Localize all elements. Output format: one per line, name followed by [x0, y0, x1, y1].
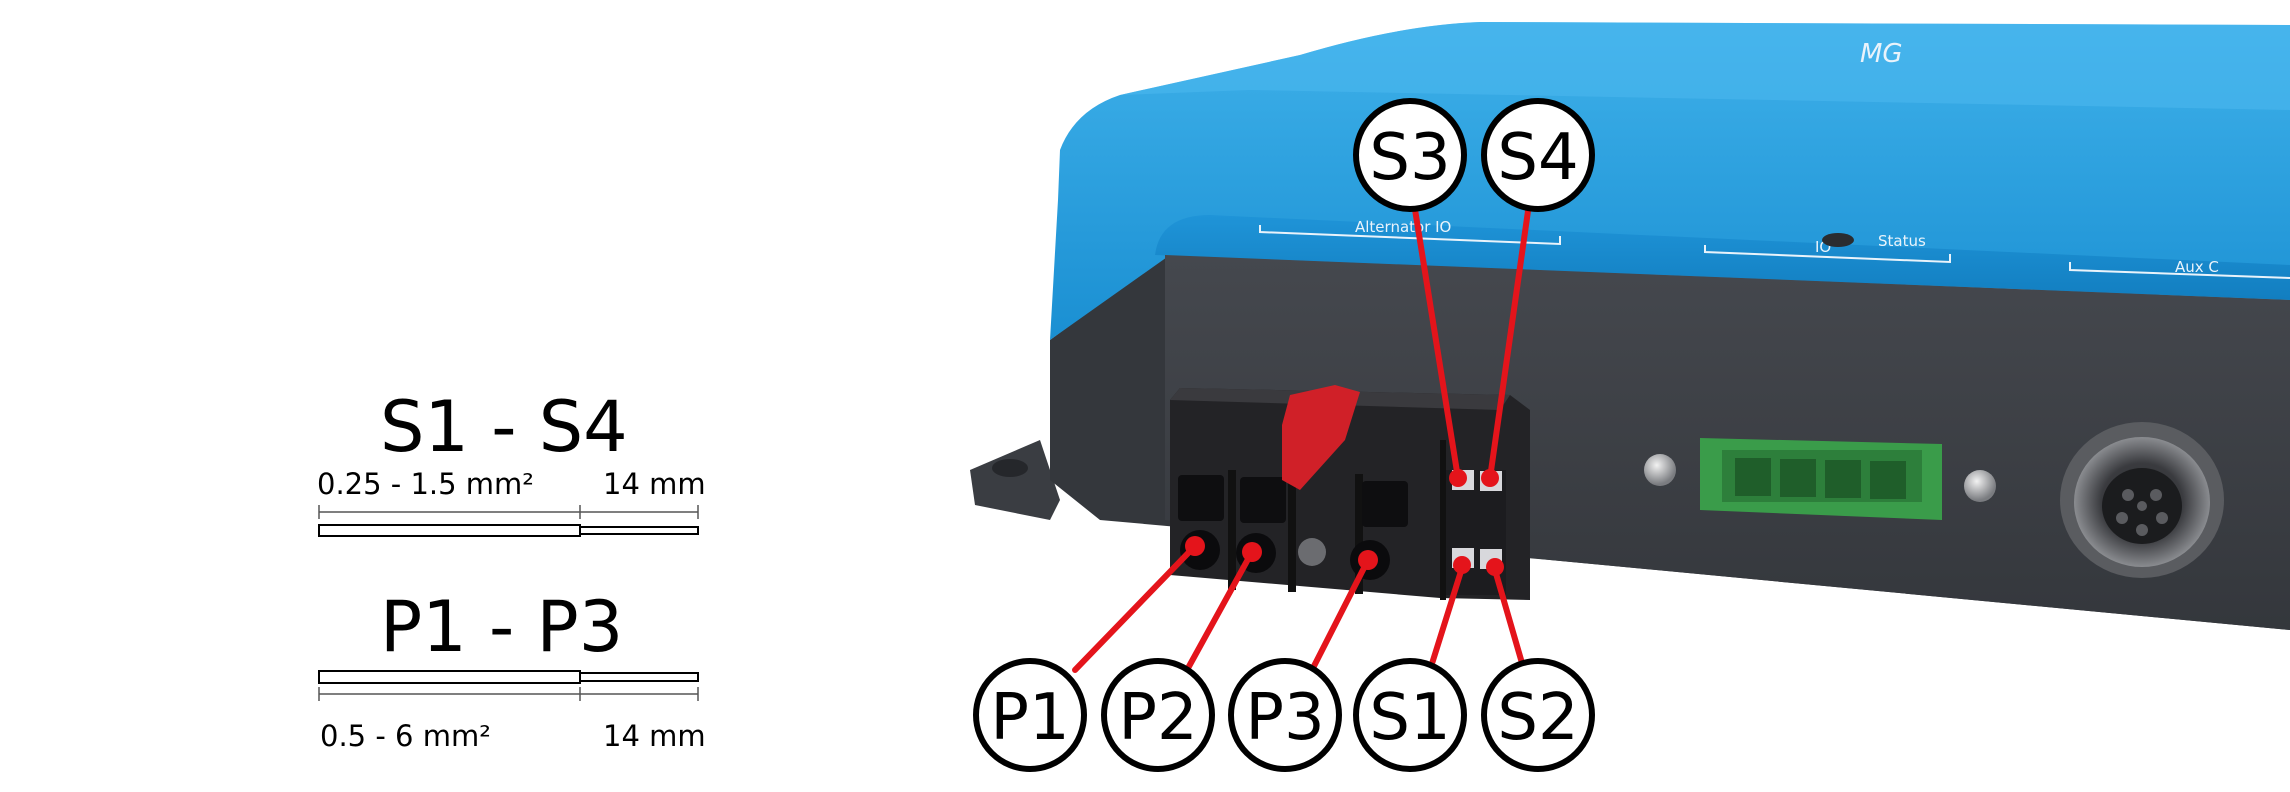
label-p1-text: P1: [990, 681, 1069, 755]
label-s2-text: S2: [1497, 681, 1578, 755]
label-s3: S3: [1353, 98, 1467, 212]
dot-s4: [1481, 469, 1499, 487]
p-group-title: P1 - P3: [380, 586, 624, 668]
device-logo: MG: [1860, 39, 1903, 69]
callout-lines: [1072, 194, 1533, 673]
s-group-title: S1 - S4: [380, 386, 628, 468]
leader-s4: [1487, 194, 1533, 481]
label-p1: P1: [973, 658, 1087, 772]
dot-s3: [1449, 469, 1467, 487]
leader-p3: [1309, 557, 1371, 673]
label-p3-text: P3: [1245, 681, 1324, 755]
io-connector: [1644, 438, 1996, 520]
callout-dots: [1185, 469, 1504, 576]
label-s2: S2: [1481, 658, 1595, 772]
terminal-block: [1170, 385, 1530, 600]
silk-status: Status: [1878, 232, 1926, 250]
terminal-labels: S3 S4 P1 P2 P3 S1: [973, 98, 1595, 772]
leader-p1: [1072, 543, 1198, 673]
label-p3: P3: [1228, 658, 1342, 772]
label-p2-text: P2: [1118, 681, 1197, 755]
label-s1: S1: [1353, 658, 1467, 772]
label-s3-text: S3: [1369, 121, 1450, 195]
label-s4: S4: [1481, 98, 1595, 212]
leader-p2: [1184, 549, 1255, 673]
leader-s1: [1427, 565, 1465, 673]
s-group-strip-length: 14 mm: [603, 467, 706, 501]
dot-p1: [1185, 536, 1205, 556]
label-s1-text: S1: [1369, 681, 1450, 755]
p-group-strip-length: 14 mm: [603, 719, 706, 753]
dot-p3: [1358, 550, 1378, 570]
silk-alternator-io: Alternator IO: [1355, 218, 1451, 236]
silk-aux: Aux C: [2175, 258, 2219, 276]
leader-s3: [1410, 194, 1461, 481]
dot-s2: [1486, 558, 1504, 576]
dot-p2: [1242, 542, 1262, 562]
s-group-gauge: 0.25 - 1.5 mm²: [317, 467, 534, 501]
p-group-gauge: 0.5 - 6 mm²: [320, 719, 491, 753]
label-s4-text: S4: [1497, 121, 1578, 195]
leader-s2: [1492, 567, 1527, 673]
p-wire-illustration: [318, 670, 699, 701]
label-p2: P2: [1101, 658, 1215, 772]
s-wire-illustration: [318, 505, 699, 537]
dot-s1: [1453, 556, 1471, 574]
m12-connector: [2060, 422, 2224, 578]
